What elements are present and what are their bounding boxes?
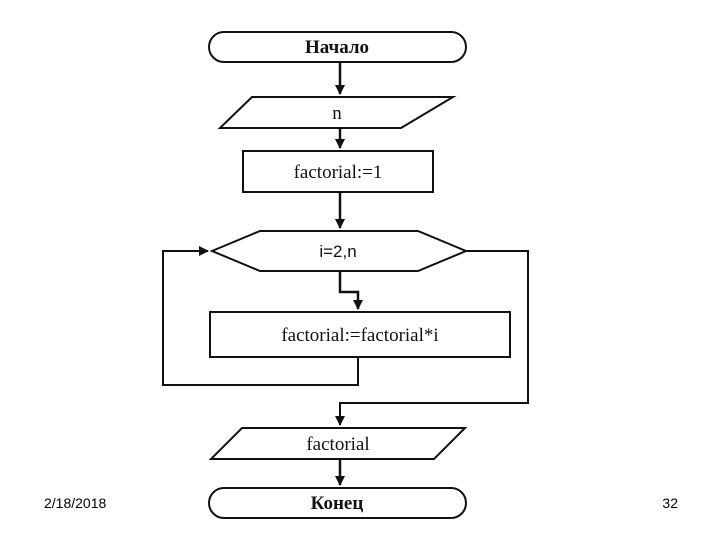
end-label: Конец bbox=[311, 493, 364, 514]
loop-hexagon: i=2,n bbox=[209, 230, 469, 272]
end-terminator: Конец bbox=[208, 487, 467, 519]
footer-page-number: 32 bbox=[662, 495, 678, 511]
output-node: factorial bbox=[208, 427, 468, 460]
connector-loop-back bbox=[162, 246, 359, 386]
body-process: factorial:=factorial*i bbox=[209, 311, 511, 358]
start-label: Начало bbox=[305, 37, 369, 58]
connector-loop-exit bbox=[335, 250, 529, 426]
init-label: factorial:=1 bbox=[294, 162, 383, 183]
init-process: factorial:=1 bbox=[242, 150, 434, 193]
connector-loop-body bbox=[338, 271, 363, 310]
output-label: factorial bbox=[306, 434, 369, 455]
footer-date: 2/18/2018 bbox=[44, 495, 107, 511]
start-terminator: Начало bbox=[208, 31, 467, 63]
loop-label: i=2,n bbox=[319, 242, 356, 261]
body-label: factorial:=factorial*i bbox=[281, 325, 438, 346]
input-node: n bbox=[217, 96, 457, 129]
input-label: n bbox=[332, 103, 342, 124]
